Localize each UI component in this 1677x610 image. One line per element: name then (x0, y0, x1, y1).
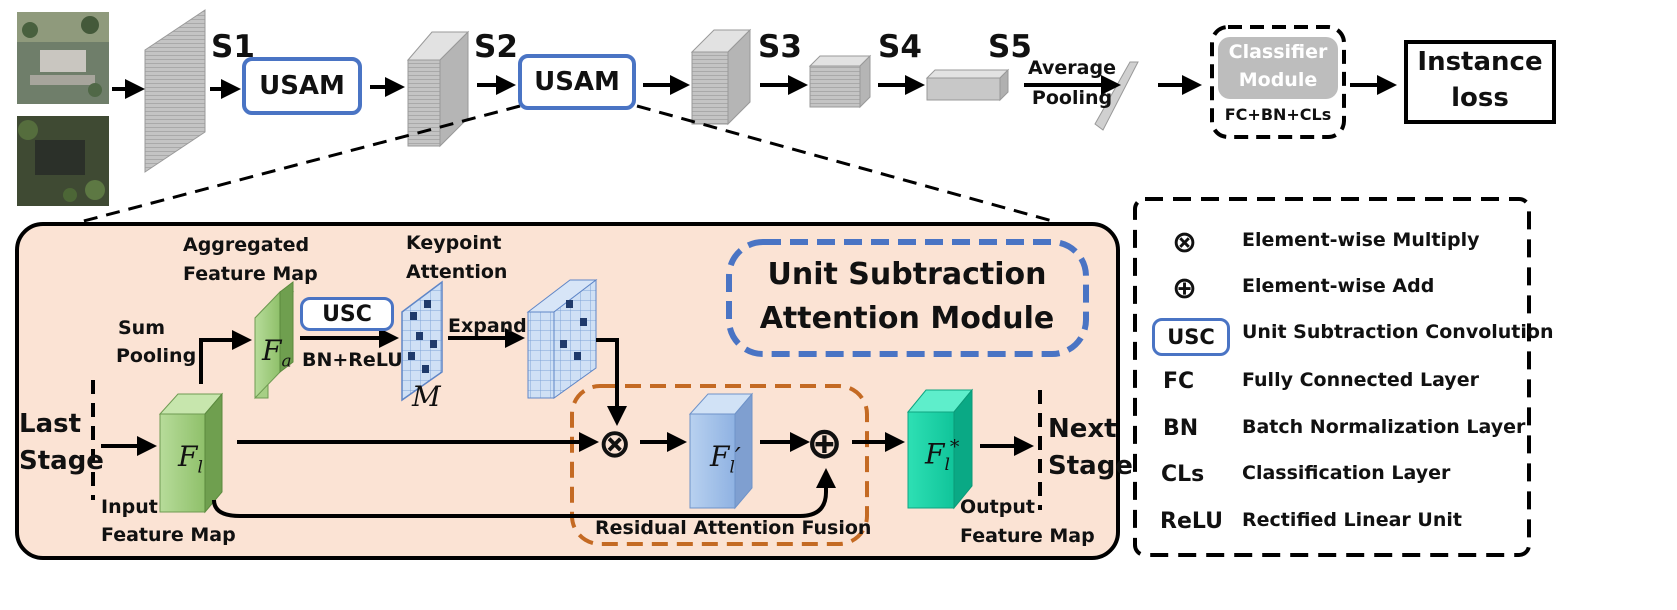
last-stage-line1: Last (19, 409, 82, 439)
legend-key-cls: CLs (1161, 462, 1205, 487)
fl-input-block (158, 392, 224, 514)
expanded-grid (526, 278, 598, 399)
usam-block-2: USAM (518, 54, 636, 110)
fa-block (254, 280, 295, 400)
aggregated-line2: Feature Map (183, 263, 318, 285)
legend-key-multiply-icon: ⊗ (1172, 225, 1198, 260)
pooling-label-line1: Average (1028, 57, 1116, 79)
legend-label-multiply: Element-wise Multiply (1242, 229, 1480, 251)
aerial-photo-2 (17, 116, 109, 206)
add-icon: ⊕ (806, 418, 843, 469)
stage-block-s4 (808, 54, 872, 109)
loss-label-line1: Instance (1417, 47, 1543, 77)
stage-label-s3: S3 (758, 29, 802, 65)
legend-label-relu: Rectified Linear Unit (1242, 509, 1462, 531)
keypoint-grid-m (401, 280, 443, 402)
keypoint-line1: Keypoint (406, 232, 502, 254)
stage-block-s5 (925, 68, 1010, 102)
classifier-label-line1: Classifier (1228, 41, 1328, 63)
legend-label-bn: Batch Normalization Layer (1242, 416, 1526, 438)
fl-star-block (906, 388, 974, 510)
usc-block: USC (300, 297, 394, 331)
keypoint-line2: Attention (406, 261, 508, 283)
zoom-line-right (636, 104, 1057, 224)
module-title-line1: Unit Subtraction (767, 257, 1047, 292)
legend-key-bn: BN (1163, 416, 1199, 441)
symbol-m: M (412, 380, 441, 413)
stage-block-s3 (690, 28, 752, 126)
legend-label-usc: Unit Subtraction Convolution (1242, 321, 1554, 343)
legend-key-usc: USC (1152, 318, 1230, 356)
legend-label-cls: Classification Layer (1242, 462, 1451, 484)
aggregated-line1: Aggregated (183, 234, 310, 256)
module-title-frame (726, 239, 1089, 357)
stage-block-s1 (144, 9, 206, 173)
fl-prime-block (688, 392, 754, 510)
classifier-module-box (1218, 37, 1338, 99)
legend-frame (1133, 197, 1531, 557)
symbol-fa: Fa (262, 334, 292, 372)
top-arrows (112, 75, 1397, 99)
bn-relu-label: BN+ReLU (302, 349, 403, 371)
symbol-fl-star: Fl* (925, 436, 960, 475)
residual-frame (570, 384, 869, 546)
input-map-line2: Feature Map (101, 524, 236, 546)
legend-key-relu: ReLU (1160, 509, 1223, 534)
stage-label-s4: S4 (878, 29, 922, 65)
aerial-photo-1 (17, 12, 109, 104)
next-stage-line1: Next (1048, 414, 1117, 444)
symbol-fl: Fl (178, 440, 203, 478)
classifier-label-line2: Module (1238, 69, 1318, 91)
input-map-line1: Input (101, 496, 158, 518)
legend-key-fc: FC (1163, 369, 1195, 394)
last-stage-line2: Stage (19, 446, 104, 476)
stage-label-s5: S5 (988, 29, 1032, 65)
expand-label: Expand (448, 315, 527, 337)
sum-pooling-line1: Sum (118, 317, 166, 339)
symbol-fl-prime: Fl′ (710, 440, 741, 478)
stage-label-s2: S2 (474, 29, 518, 65)
next-stage-line2: Stage (1048, 451, 1133, 481)
multiply-icon: ⊗ (598, 421, 632, 467)
sum-pooling-line2: Pooling (116, 345, 197, 367)
loss-label-line2: loss (1451, 83, 1509, 113)
stage-block-s2 (406, 30, 470, 148)
pooling-label-line2: Pooling (1031, 87, 1113, 109)
module-title-line2: Attention Module (759, 301, 1055, 336)
classifier-sub-label: FC+BN+CLs (1224, 105, 1332, 124)
legend-label-fc: Fully Connected Layer (1242, 369, 1479, 391)
output-map-line2: Feature Map (960, 525, 1095, 547)
usam-block-1: USAM (242, 57, 362, 115)
residual-label: Residual Attention Fusion (595, 517, 872, 539)
module-arrows (101, 328, 1034, 518)
instance-loss-box (1404, 40, 1556, 124)
legend-key-add-icon: ⊕ (1172, 271, 1198, 306)
legend-label-add: Element-wise Add (1242, 275, 1435, 297)
output-map-line1: Output (960, 496, 1035, 518)
zoom-line-left (79, 104, 521, 224)
